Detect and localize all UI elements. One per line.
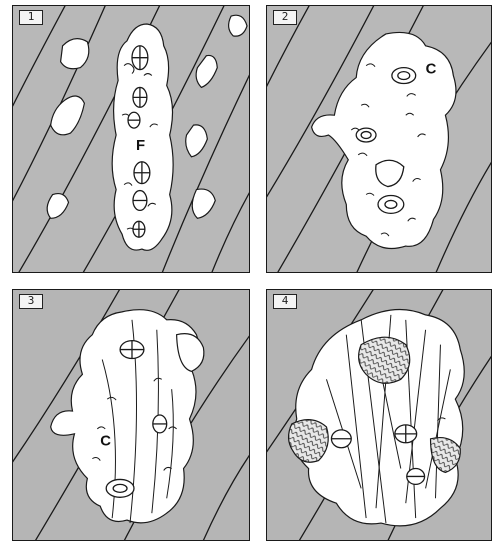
panel-3: C 3	[12, 289, 250, 541]
panel-1-number: 1	[19, 10, 43, 25]
label-C: C	[426, 62, 437, 78]
panel-2-number: 2	[273, 10, 297, 25]
panel-4-number: 4	[273, 294, 297, 309]
label-F: F	[136, 138, 145, 154]
panel-2-drawing: C	[267, 6, 491, 272]
panel-1: F 1	[12, 5, 250, 273]
panel-4-drawing	[267, 290, 491, 540]
panel-3-number: 3	[19, 294, 43, 309]
panel-1-drawing: F	[13, 6, 249, 272]
panel-3-drawing: C	[13, 290, 249, 540]
label-C-3: C	[100, 434, 111, 450]
panel-2: C 2	[266, 5, 492, 273]
panel-4: 4	[266, 289, 492, 541]
